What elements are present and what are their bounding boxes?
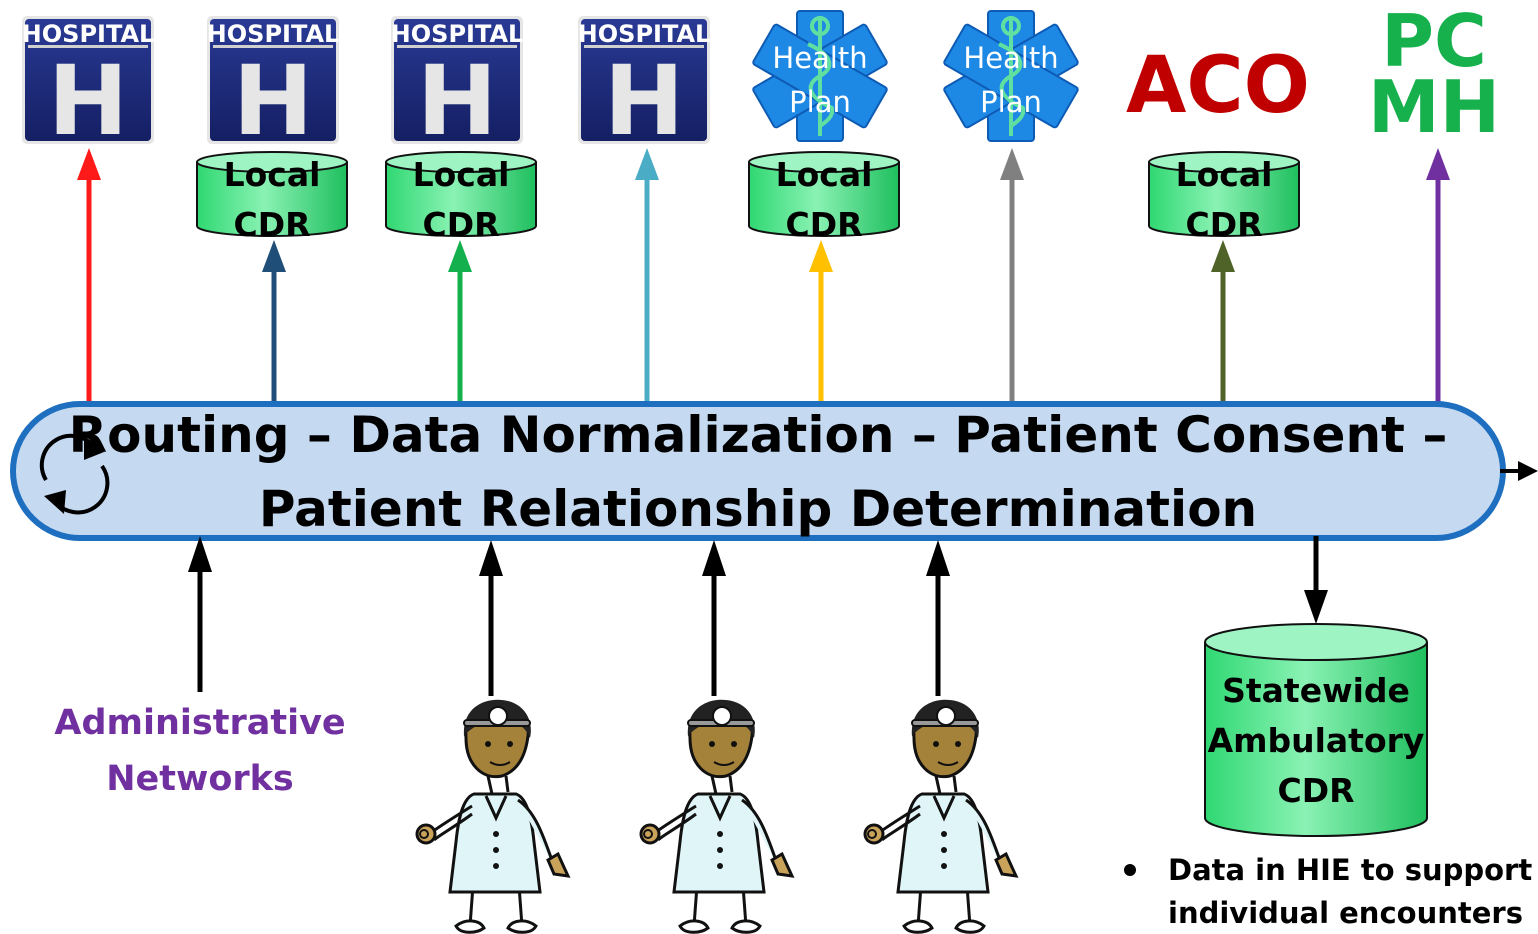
- health-plan-label-line1: Health: [963, 41, 1058, 75]
- local-cdr-1: Local CDR: [196, 151, 348, 244]
- arrow-to-local-cdr-3: [809, 240, 833, 404]
- hospital-sign-label: HOSPITAL: [391, 20, 524, 48]
- statewide-cdr-line2: Ambulatory: [1208, 721, 1425, 760]
- pcmh-label-line2: MH: [1368, 65, 1500, 149]
- hospital-sign-letter: H: [604, 45, 684, 157]
- local-cdr-line1: Local: [224, 155, 321, 194]
- arrow-to-local-cdr-4: [1211, 240, 1235, 404]
- hie-note-line2: individual encounters: [1168, 896, 1523, 930]
- health-plan-label-line2: Plan: [980, 85, 1042, 119]
- local-cdr-line2: CDR: [422, 205, 499, 244]
- bullet-icon: [1124, 864, 1136, 876]
- local-cdr-3: Local CDR: [748, 151, 900, 244]
- bus-exit-arrowhead: [1518, 461, 1538, 481]
- provider-doctor-icon-3: [863, 698, 1018, 934]
- statewide-cdr-line3: CDR: [1277, 771, 1354, 810]
- hospital-sign-3: HOSPITAL H: [391, 16, 524, 157]
- hospital-sign-letter: H: [48, 45, 128, 157]
- local-cdr-2: Local CDR: [385, 151, 537, 244]
- arrow-to-hospital-4: [635, 148, 659, 404]
- hospital-sign-label: HOSPITAL: [22, 20, 155, 48]
- arrow-from-provider-3: [926, 540, 950, 696]
- hospital-sign-letter: H: [417, 45, 497, 157]
- pcmh-label-line1: PC: [1381, 0, 1487, 83]
- arrow-to-statewide-cdr: [1304, 536, 1328, 624]
- hospital-sign-label: HOSPITAL: [578, 20, 711, 48]
- refresh-cycle-icon: [39, 433, 110, 515]
- health-plan-label-line2: Plan: [789, 85, 851, 119]
- provider-doctor-icon-1: [415, 698, 570, 934]
- aco-label: ACO: [1126, 41, 1310, 131]
- local-cdr-line1: Local: [1176, 155, 1273, 194]
- hie-note-line1: Data in HIE to support: [1168, 853, 1532, 887]
- provider-doctor-icon-2: [639, 698, 794, 934]
- local-cdr-line2: CDR: [785, 205, 862, 244]
- arrow-from-provider-2: [702, 540, 726, 696]
- admin-networks-line1: Administrative: [54, 703, 345, 743]
- arrow-from-provider-1: [479, 540, 503, 696]
- admin-networks-line2: Networks: [106, 759, 294, 799]
- arrow-to-local-cdr-2: [448, 240, 472, 404]
- local-cdr-line2: CDR: [1185, 205, 1262, 244]
- local-cdr-line1: Local: [776, 155, 873, 194]
- hie-bus: Routing – Data Normalization – Patient C…: [10, 401, 1538, 541]
- statewide-cdr-line1: Statewide: [1222, 671, 1410, 710]
- hospital-sign-2: HOSPITAL H: [207, 16, 340, 157]
- health-plan-icon-1: Health Plan: [750, 9, 890, 143]
- hospital-sign-label: HOSPITAL: [207, 20, 340, 48]
- arrow-to-health-plan-2: [1000, 148, 1024, 404]
- hospital-sign-4: HOSPITAL H: [578, 16, 711, 157]
- arrow-to-pcmh: [1426, 148, 1450, 404]
- health-plan-label-line1: Health: [772, 41, 867, 75]
- local-cdr-4: Local CDR: [1148, 151, 1300, 244]
- hie-bus-line2: Patient Relationship Determination: [259, 480, 1257, 538]
- hie-note: Data in HIE to support individual encoun…: [1124, 853, 1532, 930]
- statewide-ambulatory-cdr: Statewide Ambulatory CDR: [1204, 623, 1428, 837]
- hospital-sign-letter: H: [233, 45, 313, 157]
- arrow-to-local-cdr-1: [262, 240, 286, 404]
- arrow-from-admin-networks: [188, 536, 212, 692]
- arrow-to-hospital-1: [77, 148, 101, 404]
- hie-bus-line1: Routing – Data Normalization – Patient C…: [69, 406, 1448, 464]
- local-cdr-line1: Local: [413, 155, 510, 194]
- health-plan-icon-2: Health Plan: [941, 9, 1081, 143]
- hospital-sign-1: HOSPITAL H: [22, 16, 155, 157]
- local-cdr-line2: CDR: [233, 205, 310, 244]
